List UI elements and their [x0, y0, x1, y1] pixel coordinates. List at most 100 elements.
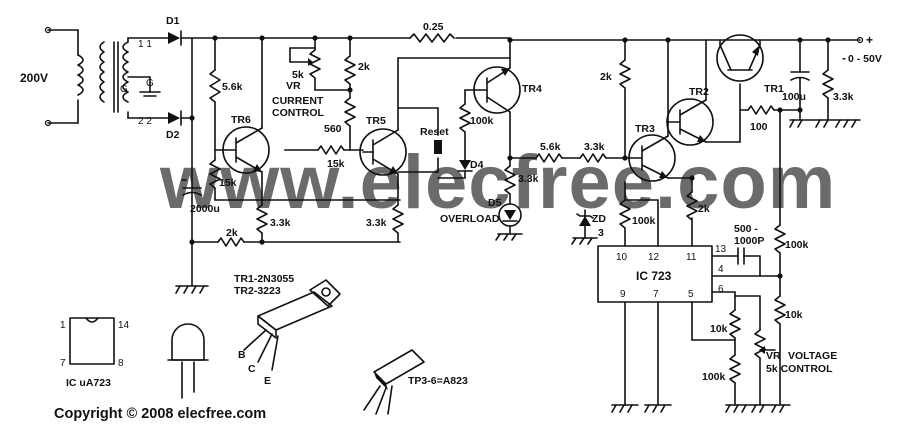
resistor-15k-a [209, 159, 401, 201]
voltage-divider [759, 107, 786, 406]
tr4-label: TR4 [522, 83, 542, 95]
r-100k-c-label: 100k [785, 239, 809, 251]
bottom-feedback-rail [191, 237, 401, 247]
tr3-label: TR3 [635, 123, 655, 135]
r-2k-b-label: 2k [358, 61, 370, 73]
transformer [77, 37, 169, 119]
output-minus-label: - [842, 51, 846, 65]
output-section [789, 39, 861, 128]
r-2k-a-label: 2k [226, 227, 238, 239]
voltage-control-label-1: VOLTAGE [788, 350, 837, 362]
r-3k3-c-label: 3.3k [518, 173, 539, 185]
c-100u-label: 100u [782, 91, 806, 103]
r-560-label: 560 [324, 123, 342, 135]
r-100-label: 100 [750, 121, 768, 133]
r-15k-b-label: 15k [327, 158, 345, 170]
resistor-100k-b [619, 181, 659, 233]
diode-d1 [168, 30, 193, 46]
pin-9-label: 9 [620, 289, 626, 300]
pkg-ic-label: IC uA723 [66, 377, 111, 389]
c-2000u-label: 2000u [190, 203, 220, 215]
top-rail [191, 33, 864, 44]
resistor-2k-c [619, 39, 631, 159]
r-15k-a-label: 15k [219, 177, 237, 189]
r-3k3-a-label: 3.3k [270, 217, 291, 229]
transistor-tr1 [716, 34, 764, 143]
resistor-100k-a [459, 89, 481, 133]
ic-package-drawing [69, 317, 115, 365]
r-10k-a-label: 10k [710, 323, 728, 335]
pin-13-label: 13 [715, 244, 727, 255]
tr2-label: TR2 [689, 86, 709, 98]
current-control-label-1: CURRENT [272, 95, 324, 107]
tp-note-label: TP3-6=A823 [408, 375, 468, 387]
r-5k6-label: 5.6k [222, 81, 243, 93]
tap-1-label: 1 1 [138, 39, 152, 50]
pin-4-label: 4 [718, 264, 724, 275]
resistor-2k-d [686, 175, 698, 221]
reset-switch [397, 107, 442, 173]
output-plus-label: + [866, 33, 873, 47]
pkg-pin1-label: 1 [60, 320, 66, 331]
pin-10-label: 10 [616, 252, 628, 263]
resistor-15k-b [284, 145, 351, 155]
vr-5k-label: 5k [292, 69, 304, 81]
voltage-control-label-2: 5k CONTROL [766, 363, 833, 375]
ic-723 [597, 199, 761, 406]
transistor-tr3 [628, 39, 693, 182]
input-terminals [44, 26, 79, 127]
diode-d4 [437, 131, 473, 179]
watermark: www.elecfree.com [159, 140, 836, 225]
pkg-pin14-label: 14 [118, 320, 130, 331]
capacitor-500p [729, 247, 761, 277]
tr-note-2-label: TR2-3223 [234, 285, 281, 297]
led-package-drawing [167, 323, 209, 399]
pkg-pin8-label: 8 [118, 358, 124, 369]
r-2k-c-label: 2k [600, 71, 612, 83]
ic-name-label: IC 723 [636, 269, 672, 283]
r-025-label: 0.25 [423, 21, 444, 33]
diode-d2 [168, 110, 193, 126]
power-transistor-drawing [243, 279, 341, 371]
led-d5 [495, 203, 523, 241]
r-100k-b-label: 100k [632, 215, 656, 227]
d2-label: D2 [166, 129, 180, 141]
pin-12-label: 12 [648, 252, 660, 263]
vr-label: VR [286, 80, 301, 92]
r-2k-d-label: 2k [698, 203, 710, 215]
tr5-label: TR5 [366, 115, 386, 127]
reset-label: Reset [420, 126, 449, 138]
tap-2-label: 2 2 [138, 116, 152, 127]
current-control-label-2: CONTROL [272, 107, 324, 119]
r-100k-d-label: 100k [702, 371, 726, 383]
pin-11-label: 11 [686, 252, 697, 263]
vr-current-control [289, 37, 351, 91]
tr1-label: TR1 [764, 83, 784, 95]
r-3k3-d-label: 3.3k [584, 141, 605, 153]
transistor-tr6 [214, 37, 270, 206]
bottom-grounds [611, 404, 791, 413]
r-10k-b-label: 10k [785, 309, 803, 321]
vr2-label: VR [766, 350, 781, 362]
pkg-pin7-label: 7 [60, 358, 66, 369]
r-3k3-e-label: 3.3k [833, 91, 854, 103]
zd-num-label: 3 [598, 227, 604, 239]
transistor-tr5 [359, 57, 511, 206]
pin-7-label: 7 [653, 289, 659, 300]
resistor-3k3-b [392, 204, 404, 243]
tr6-label: TR6 [231, 114, 251, 126]
cap-500-label-2: 1000P [734, 235, 764, 247]
r-5k6-b-label: 5.6k [540, 141, 561, 153]
copyright-text: Copyright © 2008 elecfree.com [54, 406, 266, 422]
tap-g-label: G [120, 84, 128, 95]
tr-note-1-label: TR1-2N3055 [234, 273, 294, 285]
d5-label: D5 [488, 197, 502, 209]
zener-zd3 [571, 209, 598, 245]
overload-label: OVERLOAD [440, 213, 500, 225]
tap-g2-label: G [146, 78, 154, 89]
small-transistor-drawing [363, 349, 425, 415]
zd-label: ZD [592, 213, 606, 225]
resistor-100 [739, 105, 801, 115]
pin-5-label: 5 [688, 289, 694, 300]
